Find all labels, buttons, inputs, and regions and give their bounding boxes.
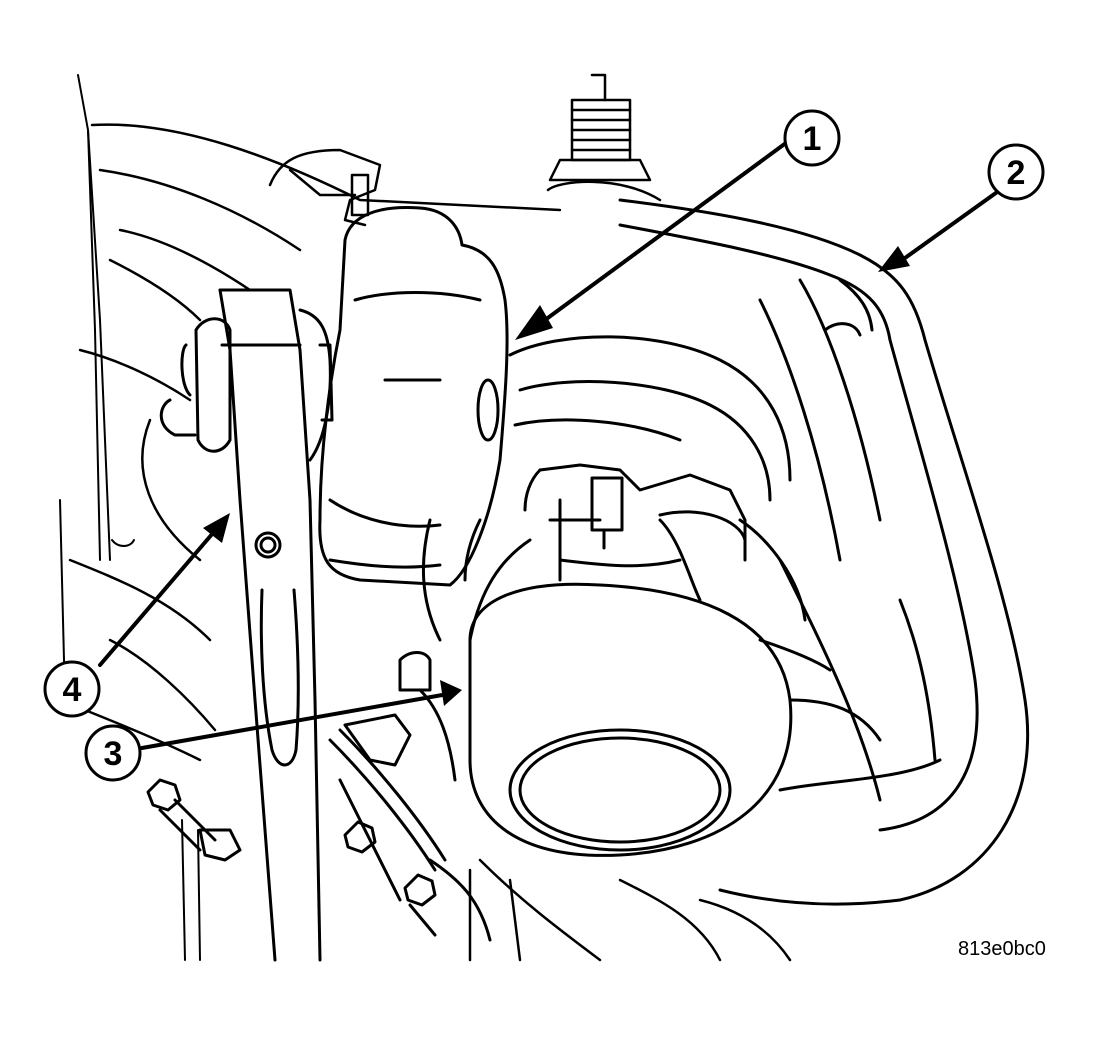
guide-pin-bolt [546,73,662,202]
callout-labels: 1 2 3 4 [63,120,1026,773]
leader-4 [98,531,215,667]
callout-leaders [98,138,1002,750]
brake-hose [328,651,492,942]
callout-label-4: 4 [63,671,82,709]
arrowhead-3 [440,680,462,706]
brake-pad-bracket [318,205,509,587]
callout-circles [43,109,1045,782]
callout-label-3: 3 [104,735,123,773]
callout-circle-4 [43,660,101,718]
steering-knuckle [58,123,562,762]
figure-id-label: 813e0bc0 [958,938,1046,960]
callout-arrowheads [203,246,910,706]
callout-circle-3 [84,724,142,782]
arrowhead-4 [203,513,230,543]
callout-label-1: 1 [803,120,822,158]
callout-circle-2 [987,143,1045,201]
lower-control-arm [159,288,334,962]
retainer-clip [268,148,382,227]
callout-label-2: 2 [1007,154,1026,192]
callout-circle-1 [783,109,841,167]
arrowhead-1 [515,305,553,340]
left-strut-lines [59,74,201,961]
caliper-housing [421,335,807,642]
leader-3 [140,692,450,750]
arrowhead-2 [878,246,910,272]
bleeder-fittings [146,778,437,937]
leader-2 [903,188,1002,260]
caliper-adapter [618,198,1030,906]
leader-1 [543,138,792,322]
brake-rotor [468,858,792,962]
caliper-piston-bore [468,582,882,857]
